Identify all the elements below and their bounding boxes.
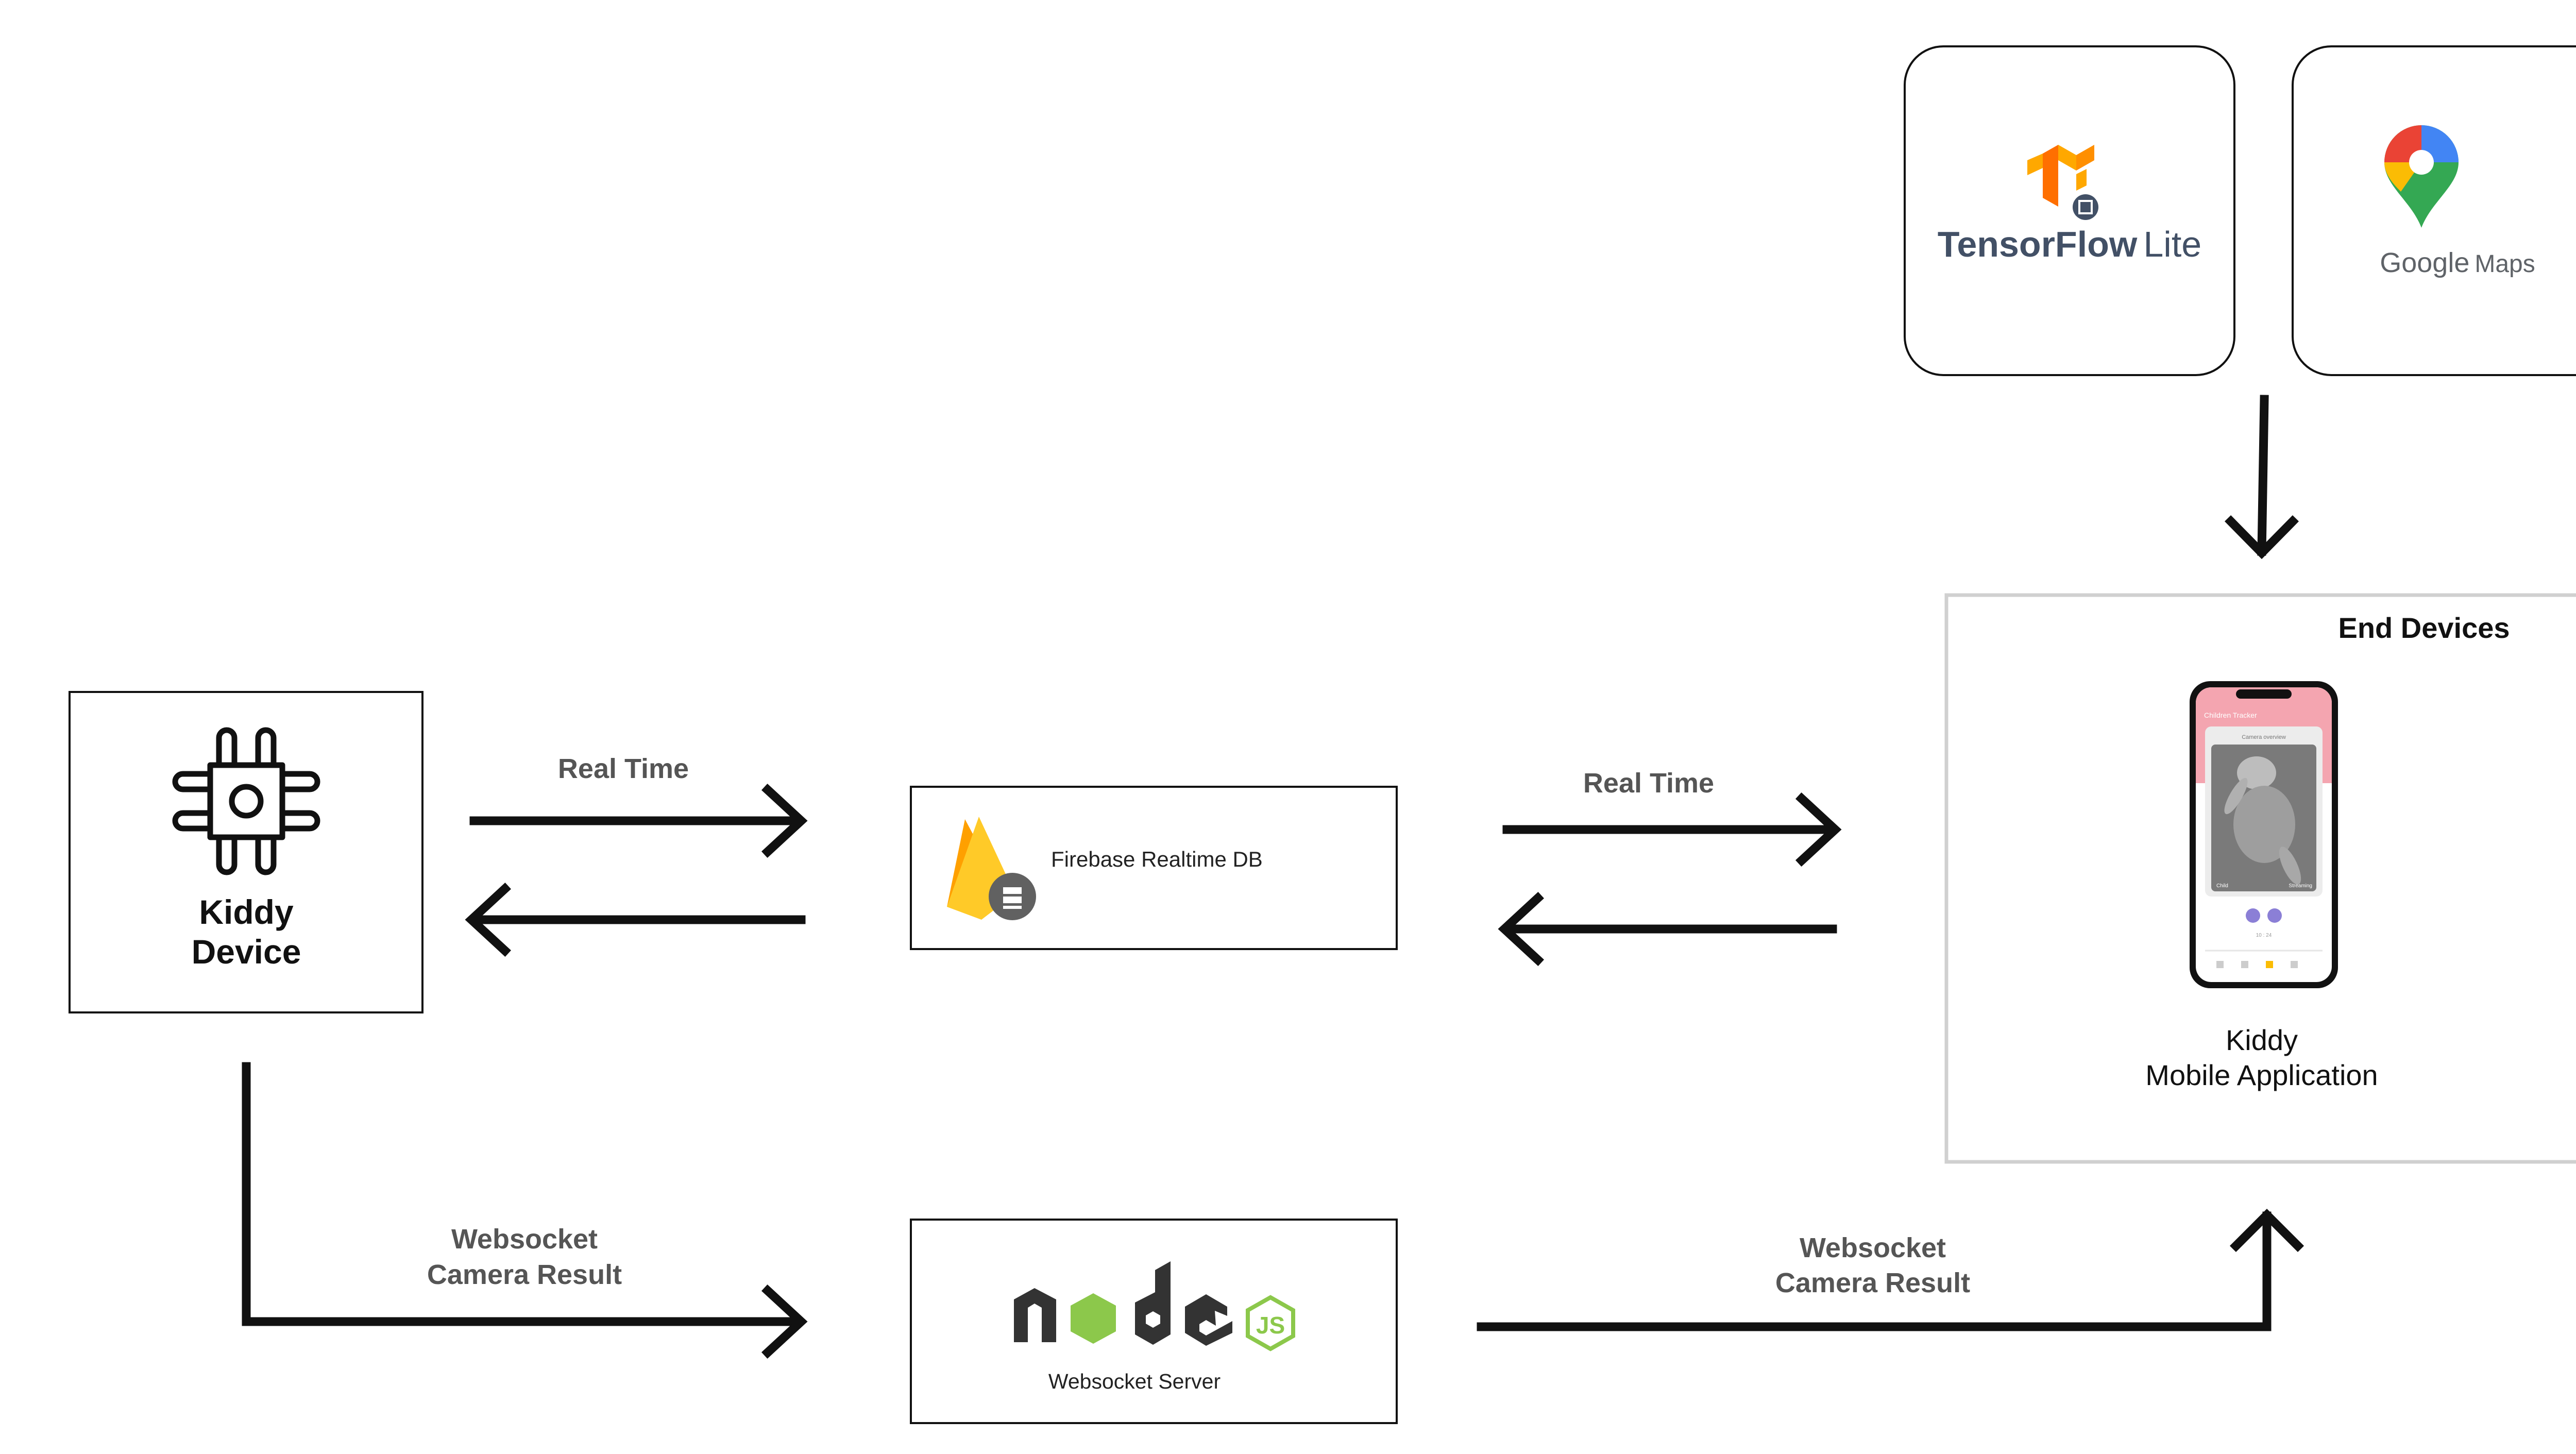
arrowhead-services-to-app (2224, 515, 2299, 560)
arrowhead-device-to-firebase (761, 783, 808, 858)
arrowhead-firebase-to-app (1795, 792, 1842, 867)
websocket-server-label: Websocket Server (1048, 1370, 1221, 1393)
end-devices-group: End Devices Children Tracker Camera over… (1944, 593, 2576, 1164)
websocket-server-node: JS Websocket Server (910, 1219, 1398, 1424)
mobile-app-title-line1: Kiddy (2226, 1024, 2298, 1056)
firebase-node: Firebase Realtime DB (910, 786, 1398, 950)
phone-footer-right-text: Streaming (2289, 883, 2312, 889)
arrow-device-to-websocket (242, 1062, 803, 1326)
firebase-icon (947, 817, 1036, 920)
kiddy-device-node: Kiddy Device (69, 691, 423, 1013)
tensorflow-word: TensorFlow (1938, 224, 2138, 264)
phone-footer-left-text: Child (2216, 883, 2228, 889)
label-ws-left-line1: Websocket (451, 1224, 598, 1255)
map-pin-icon (2384, 125, 2459, 228)
arrowhead-device-to-websocket (761, 1284, 808, 1359)
phone-caption-text: 10 : 24 (2256, 933, 2272, 938)
nodejs-js-badge: JS (1256, 1312, 1285, 1339)
kiddy-device-title-line1: Kiddy (199, 893, 294, 931)
maps-word: Maps (2475, 250, 2535, 278)
arrow-services-to-app (2257, 395, 2269, 556)
tensorflow-icon (2027, 145, 2098, 220)
phone-header-text: Children Tracker (2204, 711, 2257, 719)
phone-mockup: Children Tracker Camera overview Child S… (2190, 681, 2338, 988)
kiddy-device-title-line2: Device (192, 933, 301, 971)
arrowhead-app-to-firebase (1498, 891, 1545, 967)
phone-subheader-text: Camera overview (2242, 734, 2286, 740)
mobile-app-title-line2: Mobile Application (2145, 1059, 2378, 1091)
google-word: Google (2380, 247, 2469, 278)
arrowhead-websocket-to-app (2229, 1208, 2304, 1253)
label-real-time-right: Real Time (1583, 768, 1714, 799)
arrows (242, 395, 2304, 1359)
label-ws-right-line1: Websocket (1800, 1232, 1946, 1263)
end-devices-title: End Devices (2338, 612, 2510, 644)
tensorflow-lite-word: Lite (2143, 224, 2201, 264)
nodejs-logo: JS (1014, 1261, 1295, 1351)
label-ws-right-line2: Camera Result (1775, 1267, 1970, 1298)
arrowhead-firebase-to-device (465, 882, 512, 957)
label-real-time-left: Real Time (558, 753, 689, 784)
label-ws-left-line2: Camera Result (427, 1259, 622, 1290)
firebase-label: Firebase Realtime DB (1051, 847, 1263, 871)
arrow-websocket-to-app (1477, 1211, 2272, 1331)
microchip-icon (172, 727, 320, 875)
